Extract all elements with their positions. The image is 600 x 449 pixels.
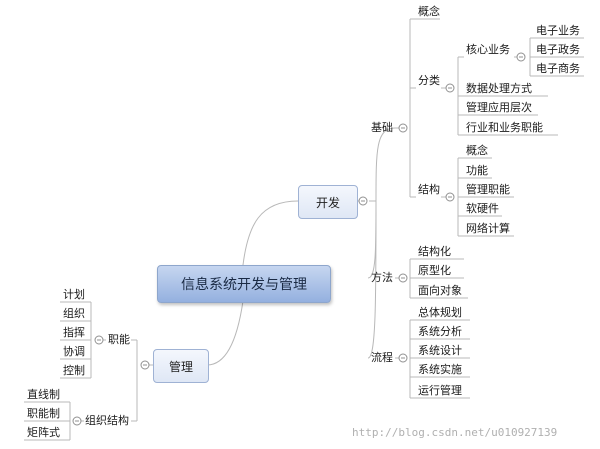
- node-jiegou[interactable]: 结构: [418, 183, 440, 196]
- leaf-hexin-1[interactable]: 电子业务: [536, 24, 580, 37]
- connector-dev-fangfa: [367, 200, 377, 279]
- leaf-fangfa-3[interactable]: 面向对象: [418, 284, 462, 297]
- node-zuzhi[interactable]: 组织结构: [85, 414, 129, 427]
- collapse-liucheng-icon[interactable]: [398, 353, 408, 363]
- connector-dev-jichu: [375, 127, 396, 202]
- node-jichu[interactable]: 基础: [371, 121, 393, 134]
- connector-root-mgmt: [206, 300, 244, 366]
- node-mgmt[interactable]: 管理: [153, 349, 209, 383]
- leaf-jiegou-1[interactable]: 概念: [466, 144, 488, 157]
- node-fangfa[interactable]: 方法: [371, 271, 393, 284]
- leaf-zuzhi-2[interactable]: 职能制: [27, 407, 60, 420]
- leaf-zuzhi-3[interactable]: 矩阵式: [27, 426, 60, 439]
- leaf-zhineng-5[interactable]: 控制: [63, 364, 85, 377]
- leaf-zhineng-1[interactable]: 计划: [63, 288, 85, 301]
- leaf-fangfa-2[interactable]: 原型化: [418, 264, 451, 277]
- collapse-fangfa-icon[interactable]: [398, 273, 408, 283]
- leaf-fangfa-1[interactable]: 结构化: [418, 245, 451, 258]
- leaf-jiegou-5[interactable]: 网络计算: [466, 222, 510, 235]
- leaf-liucheng-5[interactable]: 运行管理: [418, 384, 462, 397]
- collapse-jichu-icon[interactable]: [398, 123, 408, 133]
- node-liucheng[interactable]: 流程: [371, 351, 393, 364]
- leaf-liucheng-4[interactable]: 系统实施: [418, 363, 462, 376]
- leaf-jiegou-2[interactable]: 功能: [466, 164, 488, 177]
- leaf-liucheng-2[interactable]: 系统分析: [418, 325, 462, 338]
- collapse-mgmt-icon[interactable]: [140, 360, 150, 370]
- leaf-zhineng-4[interactable]: 协调: [63, 345, 85, 358]
- collapse-hexin-icon[interactable]: [516, 52, 526, 62]
- watermark: http://blog.csdn.net/u010927139: [352, 426, 558, 439]
- collapse-fenlei-icon[interactable]: [445, 83, 455, 93]
- node-zhineng[interactable]: 职能: [108, 333, 130, 346]
- leaf-liucheng-1[interactable]: 总体规划: [418, 306, 462, 319]
- leaf-fenlei-1[interactable]: 数据处理方式: [466, 82, 532, 95]
- leaf-zuzhi-1[interactable]: 直线制: [27, 388, 60, 401]
- connector-root-dev: [242, 200, 299, 266]
- node-hexin[interactable]: 核心业务: [466, 43, 510, 56]
- leaf-fenlei-3[interactable]: 行业和业务职能: [466, 121, 543, 134]
- root-node[interactable]: 信息系统开发与管理: [157, 265, 331, 303]
- leaf-hexin-3[interactable]: 电子商务: [536, 62, 580, 75]
- collapse-zhineng-icon[interactable]: [94, 335, 104, 345]
- collapse-zuzhi-icon[interactable]: [72, 416, 82, 426]
- connector-dev-liucheng: [367, 200, 377, 359]
- leaf-zhineng-3[interactable]: 指挥: [63, 326, 85, 339]
- leaf-jiegou-3[interactable]: 管理职能: [466, 183, 510, 196]
- leaf-zhineng-2[interactable]: 组织: [63, 307, 85, 320]
- node-fenlei[interactable]: 分类: [418, 74, 440, 87]
- collapse-dev-icon[interactable]: [358, 196, 368, 206]
- leaf-hexin-2[interactable]: 电子政务: [536, 43, 580, 56]
- node-dev[interactable]: 开发: [298, 185, 358, 219]
- leaf-fenlei-2[interactable]: 管理应用层次: [466, 101, 532, 114]
- leaf-jiegou-4[interactable]: 软硬件: [466, 202, 499, 215]
- collapse-jiegou-icon[interactable]: [445, 192, 455, 202]
- node-jichu-gainian[interactable]: 概念: [418, 5, 440, 18]
- leaf-liucheng-3[interactable]: 系统设计: [418, 344, 462, 357]
